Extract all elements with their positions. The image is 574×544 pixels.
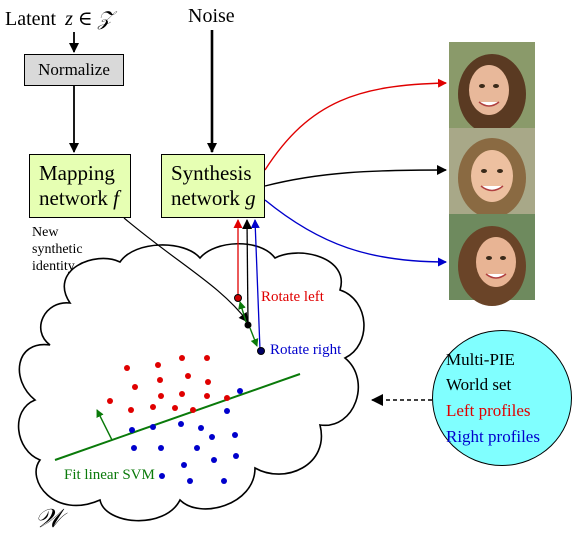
latent-symbol: z ∈ 𝒵 [65, 8, 113, 30]
new-identity-label: New synthetic identity [32, 225, 83, 274]
left-profile-point [224, 395, 230, 401]
left-profile-point [157, 377, 163, 383]
left-profile-point [172, 405, 178, 411]
direction-to-right [249, 327, 259, 347]
mapping-line1: Mapping [39, 161, 115, 185]
new-identity-arrow [123, 217, 249, 323]
right-profile-point [237, 388, 243, 394]
identity-point [244, 321, 252, 329]
rotated-left-point [234, 294, 242, 302]
left-profile-point [179, 355, 185, 361]
synthesis-to-left-face-arrow [264, 78, 447, 171]
right-profile-point [129, 427, 135, 433]
left-profile-point [179, 391, 185, 397]
left-profile-point [132, 384, 138, 390]
svm-label: Fit linear SVM [64, 467, 155, 483]
left-profile-point [185, 373, 191, 379]
rotate-left-label: Rotate left [261, 289, 324, 305]
face-right-profile-icon [449, 214, 535, 306]
face-left-profile-icon [449, 42, 535, 134]
left-profile-point [190, 407, 196, 413]
right-profile-point [221, 478, 227, 484]
rotate-right-label: Rotate right [270, 342, 342, 358]
multipie-line1: Multi-PIE [446, 350, 515, 369]
right-profile-point [181, 462, 187, 468]
mapping-line2: network [39, 186, 108, 210]
svm-normal-arrow [96, 409, 113, 441]
left-profile-point [124, 365, 130, 371]
left-profile-point [205, 379, 211, 385]
left-profile-point [158, 393, 164, 399]
multipie-line4: Right profiles [446, 427, 540, 446]
normalize-label: Normalize [38, 60, 110, 79]
right-profile-point [150, 424, 156, 430]
w-space-cloud [17, 242, 365, 522]
right-profile-point [224, 408, 230, 414]
right-profile-point [209, 434, 215, 440]
multipie-line3: Left profiles [446, 401, 531, 420]
multipie-line2: World set [446, 375, 512, 394]
synthesis-network-box: Synthesis network g [161, 154, 265, 218]
synthesis-line2: network [171, 186, 240, 210]
right-profile-point [198, 425, 204, 431]
left-profile-point [150, 404, 156, 410]
synthesis-to-frontal-face-arrow [264, 165, 447, 187]
identity-to-synthesis-arrow [242, 219, 253, 325]
right-profile-point [131, 445, 137, 451]
synthesis-symbol: g [245, 186, 256, 210]
right-profile-points [129, 388, 243, 484]
multipie-ellipse [432, 330, 572, 466]
left-profile-point [204, 393, 210, 399]
synthesis-to-right-face-arrow [264, 199, 447, 267]
right-profile-point [233, 453, 239, 459]
normalize-box: Normalize [24, 54, 124, 86]
right-profile-point [158, 445, 164, 451]
mapping-symbol: f [113, 186, 119, 210]
left-profile-point [128, 407, 134, 413]
face-frontal-icon [449, 128, 535, 218]
svm-boundary [54, 373, 301, 461]
synthesis-line1: Synthesis [171, 161, 252, 185]
left-profile-points [107, 355, 230, 413]
right-profile-point [232, 432, 238, 438]
left-profile-point [155, 362, 161, 368]
right-profile-point [159, 473, 165, 479]
right-profile-point [211, 457, 217, 463]
left-profile-point [107, 398, 113, 404]
rotated-right-point [257, 347, 265, 355]
right-profile-point [178, 421, 184, 427]
latent-label: Latent z ∈ 𝒵 [5, 8, 113, 30]
direction-to-left [238, 301, 247, 323]
right-profile-point [187, 478, 193, 484]
noise-label: Noise [188, 5, 235, 27]
right-profile-point [194, 445, 200, 451]
rotate-right-arrow [250, 219, 261, 351]
mapping-network-box: Mapping network f [29, 154, 131, 218]
left-profile-point [204, 355, 210, 361]
w-space-label: 𝒲 [35, 504, 63, 533]
